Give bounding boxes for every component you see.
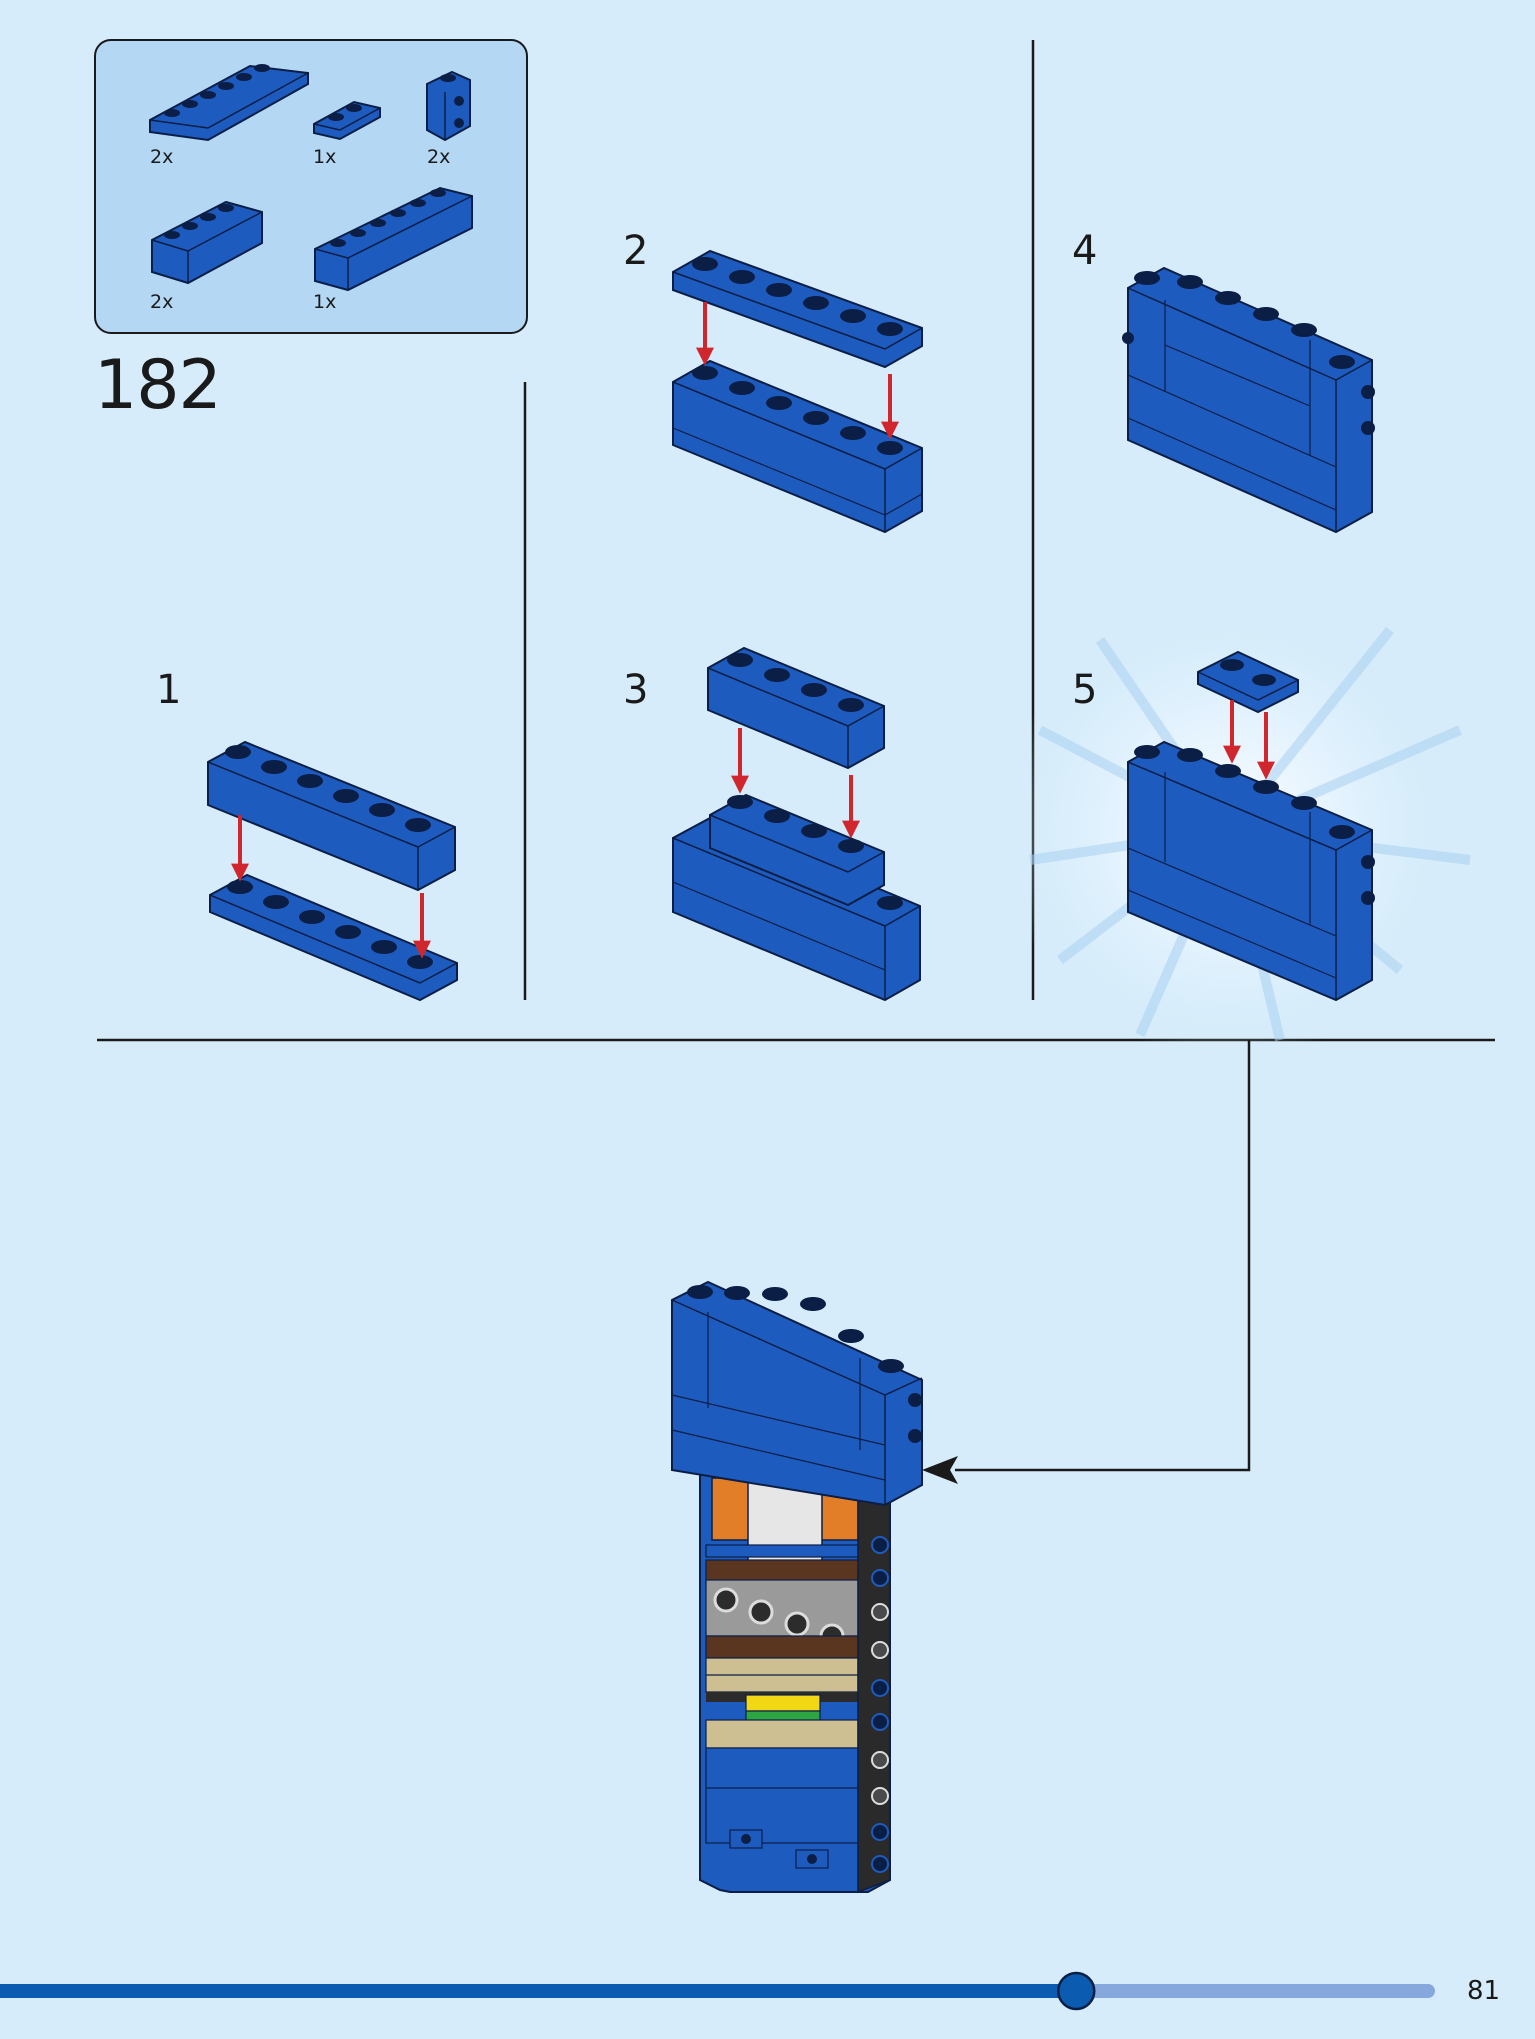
progress-fill [0, 1984, 1077, 1998]
part-brick-1x4-icon [151, 200, 263, 285]
step-number: 4 [1072, 228, 1098, 274]
step-3-brick-1x4 [707, 646, 885, 770]
part-quantity: 2x [150, 146, 174, 168]
step-3-wall-base [672, 793, 921, 1002]
step-number: 3 [623, 667, 649, 713]
callout-connector-line [955, 1040, 1251, 1472]
step-number: 5 [1072, 667, 1098, 713]
page-number: 81 [1467, 1976, 1501, 2006]
step-2-plate-1x7 [672, 249, 923, 369]
progress-bar [0, 1971, 1435, 2011]
part-quantity: 1x [313, 291, 337, 313]
step-number: 1 [156, 667, 182, 713]
step-2-wall-base [672, 359, 923, 534]
part-plate-1x2-icon [313, 100, 381, 141]
step-5-assembly [1127, 740, 1375, 1002]
step-number: 2 [623, 228, 649, 274]
callout-arrowhead [922, 1456, 958, 1484]
step-4-assembly [1122, 266, 1375, 534]
part-quantity: 2x [150, 291, 174, 313]
final-model [671, 1280, 923, 1894]
step-1-plate-1x6 [209, 873, 458, 1002]
part-brick-1x6-icon [314, 186, 473, 292]
step-5-plate-1x2 [1197, 650, 1299, 714]
part-quantity: 2x [427, 146, 451, 168]
progress-marker [1057, 1971, 1096, 2011]
part-plate-1x6-icon [149, 64, 309, 142]
step-1-brick-1x6 [207, 740, 456, 892]
part-brick-1x1-studs-icon [426, 70, 471, 142]
part-quantity: 1x [313, 146, 337, 168]
set-number: 182 [94, 346, 222, 425]
